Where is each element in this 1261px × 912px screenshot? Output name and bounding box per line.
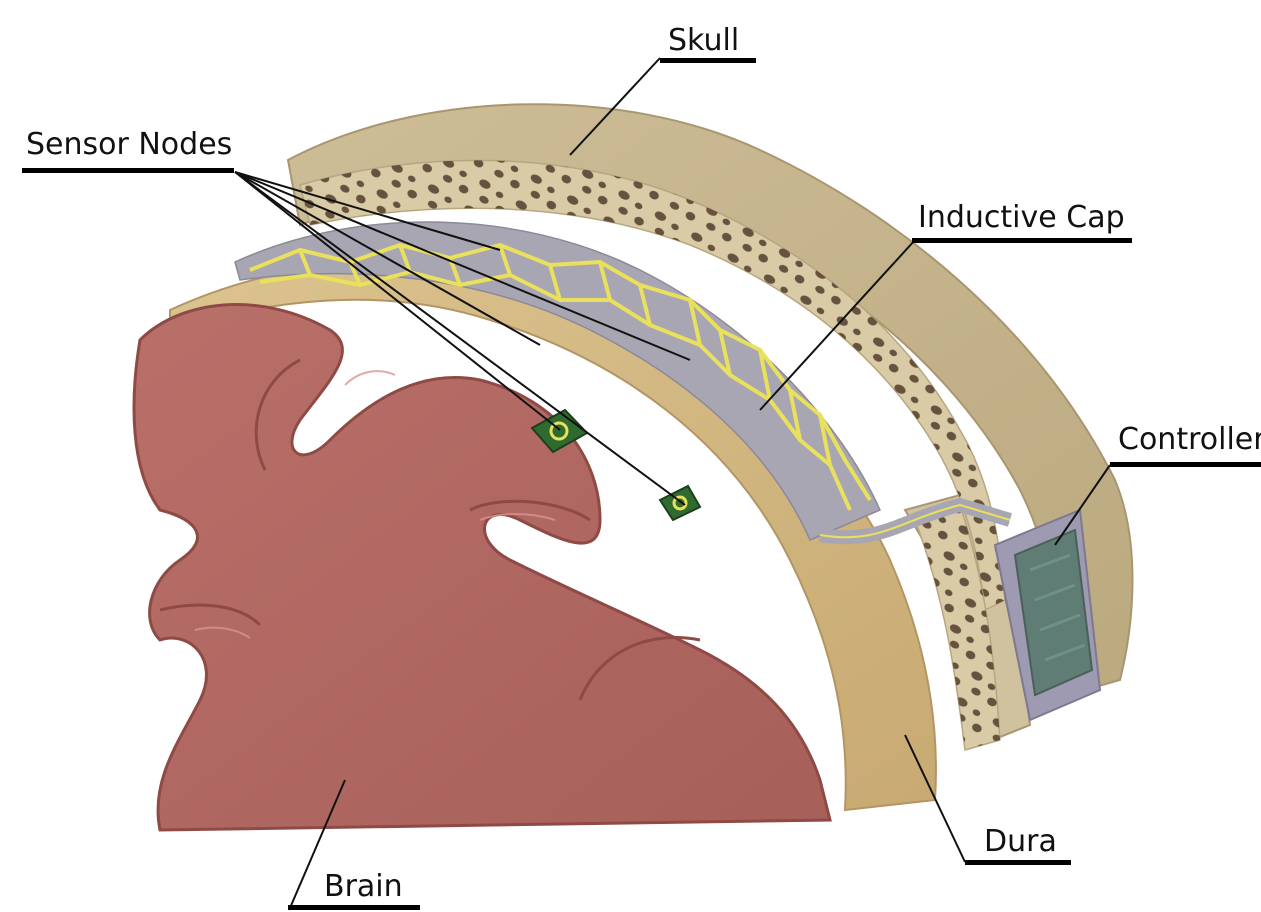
underline-controller [1110,462,1261,467]
label-dura: Dura [984,827,1057,857]
label-inductive-cap: Inductive Cap [918,203,1125,233]
label-brain: Brain [324,872,403,902]
label-controller: Controller [1118,425,1261,455]
underline-dura [965,860,1071,865]
label-skull: Skull [668,26,739,56]
underline-inductive-cap [912,238,1132,243]
underline-skull [660,58,756,63]
underline-sensor-nodes [22,168,234,173]
underline-brain [288,905,420,910]
label-sensor-nodes: Sensor Nodes [26,130,232,160]
